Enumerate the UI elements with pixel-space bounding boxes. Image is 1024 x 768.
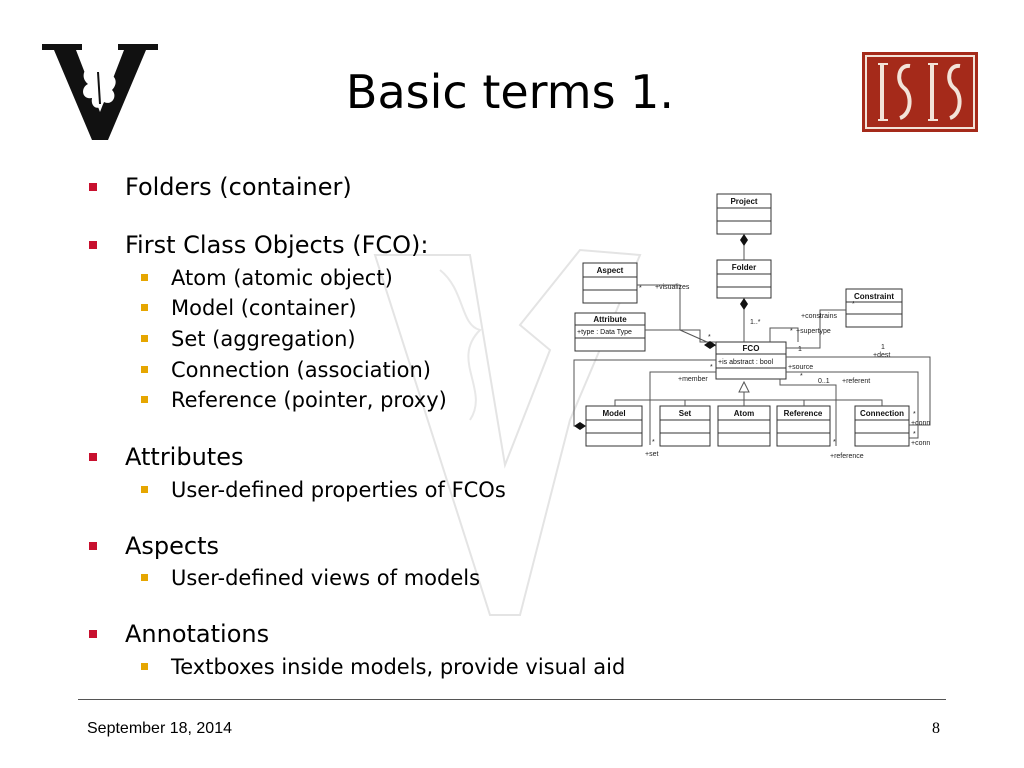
sub-bullet-item: Set (aggregation)	[171, 327, 356, 351]
sub-bullet-marker	[141, 274, 148, 281]
mult-star: *	[652, 439, 655, 446]
isis-logo	[862, 52, 978, 132]
class-atom-box	[717, 405, 771, 447]
footer-divider	[78, 699, 946, 700]
fco-member: +is abstract : bool	[718, 359, 774, 366]
slide-title: Basic terms 1.	[345, 65, 675, 119]
class-set-box	[659, 405, 711, 447]
mult-star: *	[710, 364, 713, 371]
mult-star: *	[852, 301, 855, 308]
vanderbilt-logo	[42, 44, 158, 140]
bullet-item: First Class Objects (FCO):	[125, 231, 429, 259]
bullet-marker	[89, 542, 97, 550]
sub-bullet-marker	[141, 663, 148, 670]
sub-bullet-item: Atom (atomic object)	[171, 266, 393, 290]
class-connection-box	[854, 405, 910, 447]
label-constrains: +constrains	[801, 313, 837, 320]
bullet-item: Folders (container)	[125, 173, 352, 201]
class-reference-box	[776, 405, 831, 447]
sub-bullet-marker	[141, 396, 148, 403]
class-model-label: Model	[602, 409, 625, 418]
mult-star: *	[800, 373, 803, 380]
class-aspect-label: Aspect	[597, 266, 624, 275]
sub-bullet-item: Textboxes inside models, provide visual …	[171, 655, 626, 679]
label-set: +set	[645, 451, 658, 458]
mult-star: *	[708, 334, 711, 341]
sub-bullet-item: Model (container)	[171, 296, 357, 320]
class-reference-label: Reference	[784, 409, 823, 418]
sub-bullet-item: Reference (pointer, proxy)	[171, 388, 447, 412]
bullet-marker	[89, 183, 97, 191]
class-fco-box	[715, 341, 787, 380]
mult-star: *	[913, 411, 916, 418]
label-conn-2: +conn	[911, 440, 930, 447]
label-member: +member	[678, 376, 708, 383]
class-project-box	[716, 193, 772, 235]
mult-one-b: 1	[881, 344, 885, 351]
attribute-member: +type : Data Type	[577, 329, 632, 336]
sub-bullet-marker	[141, 574, 148, 581]
footer-date: September 18, 2014	[87, 720, 232, 737]
mult-one-or-more: 1..*	[750, 319, 761, 326]
bullet-marker	[89, 453, 97, 461]
class-project-label: Project	[730, 197, 757, 206]
sub-bullet-item: User-defined properties of FCOs	[171, 478, 506, 502]
page-number: 8	[932, 720, 940, 737]
mult-star: *	[913, 431, 916, 438]
sub-bullet-item: Connection (association)	[171, 358, 431, 382]
mult-one-a: 1	[798, 346, 802, 353]
sub-bullet-item: User-defined views of models	[171, 566, 481, 590]
class-aspect-box	[582, 262, 638, 304]
label-dest: +dest	[873, 352, 890, 359]
watermark-v	[373, 248, 642, 616]
label-conn-1: +conn	[911, 420, 930, 427]
mult-star: *	[639, 285, 642, 292]
label-reference: +reference	[830, 453, 864, 460]
class-set-label: Set	[679, 409, 692, 418]
mult-zero-or-one: 0..1	[818, 378, 830, 385]
label-referent: +referent	[842, 378, 870, 385]
class-model-box	[585, 405, 643, 447]
class-attribute-label: Attribute	[593, 315, 627, 324]
bullet-item: Aspects	[125, 532, 220, 560]
class-connection-label: Connection	[860, 409, 904, 418]
sub-bullet-marker	[141, 486, 148, 493]
sub-bullet-marker	[141, 366, 148, 373]
label-source: +source	[788, 364, 813, 371]
sub-bullet-marker	[141, 335, 148, 342]
sub-bullet-marker	[141, 304, 148, 311]
uml-class-diagram: Project Folder Aspect Attribute Constrai…	[573, 193, 931, 460]
bullet-item: Annotations	[125, 620, 270, 648]
class-folder-label: Folder	[732, 263, 756, 272]
class-atom-label: Atom	[734, 409, 754, 418]
bullet-marker	[89, 241, 97, 249]
class-attribute-box	[574, 312, 646, 352]
class-fco-label: FCO	[743, 344, 760, 353]
class-constraint-box	[845, 288, 903, 328]
mult-star: *	[790, 328, 793, 335]
mult-star: *	[833, 439, 836, 446]
class-constraint-label: Constraint	[854, 292, 894, 301]
label-supertype: +supertype	[796, 328, 831, 335]
bullet-marker	[89, 630, 97, 638]
bullet-item: Attributes	[125, 443, 244, 471]
label-visualizes: +visualizes	[655, 284, 690, 291]
